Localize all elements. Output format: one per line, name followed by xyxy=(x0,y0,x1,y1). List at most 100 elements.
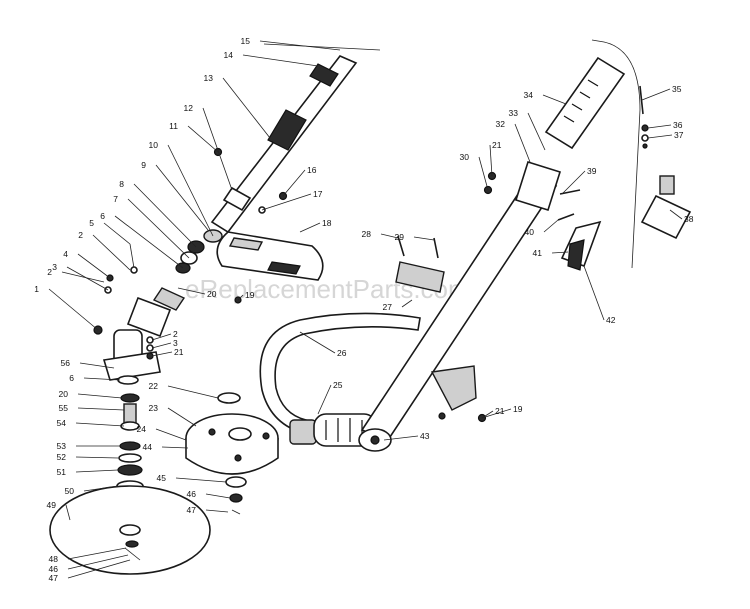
callout-leader xyxy=(155,428,187,441)
callout-leader xyxy=(161,446,189,449)
part-number-label: 44 xyxy=(143,442,153,452)
part-number-label: 55 xyxy=(59,403,69,413)
part-number-label: 46 xyxy=(187,489,197,499)
part-number-label: 29 xyxy=(395,232,405,242)
part-number-label: 52 xyxy=(57,452,67,462)
callout-leader xyxy=(202,107,233,191)
part-number-label: 20 xyxy=(59,389,69,399)
part-number-label: 40 xyxy=(525,227,535,237)
part-number-label: 32 xyxy=(496,119,506,129)
part-number-label: 26 xyxy=(337,348,347,358)
callout-leader xyxy=(114,215,184,269)
part-number-label: 41 xyxy=(533,248,543,258)
callout-leader xyxy=(205,493,231,499)
callout-leader xyxy=(48,288,99,331)
callout-leader xyxy=(103,222,131,245)
callout-leader xyxy=(66,266,109,291)
part-number-label: 2 xyxy=(173,329,178,339)
callout-leader xyxy=(75,456,119,459)
callout-leader xyxy=(542,94,567,105)
callout-leader xyxy=(647,124,672,129)
callout-leader xyxy=(242,54,319,67)
part-number-label: 6 xyxy=(100,211,105,221)
throttle-trigger xyxy=(557,189,602,271)
callout-leader xyxy=(67,547,127,560)
callout-leader xyxy=(222,77,271,139)
callout-leader xyxy=(641,88,671,101)
callout-leader xyxy=(77,407,125,411)
part-number-label: 19 xyxy=(513,404,523,414)
part-number-label: 54 xyxy=(57,418,67,428)
callout-leader xyxy=(543,219,559,233)
part-number-label: 9 xyxy=(141,160,146,170)
part-number-label: 2 xyxy=(47,267,52,277)
part-number-label: 5 xyxy=(89,218,94,228)
callout-leader xyxy=(478,156,489,191)
callout-leader xyxy=(79,362,115,369)
part-number-label: 10 xyxy=(149,140,159,150)
part-number-label: 38 xyxy=(684,214,694,224)
part-number-label: 24 xyxy=(137,424,147,434)
callout-leader xyxy=(261,193,312,211)
part-number-label: 47 xyxy=(49,573,59,583)
part-number-label: 17 xyxy=(313,189,323,199)
callout-leader xyxy=(83,485,119,492)
callout-leader xyxy=(299,222,321,233)
part-number-label: 19 xyxy=(245,290,255,300)
part-number-label: 53 xyxy=(57,441,67,451)
part-number-label: 11 xyxy=(169,121,178,131)
part-number-label: 49 xyxy=(47,500,57,510)
part-number-label: 25 xyxy=(333,380,343,390)
callout-leader xyxy=(551,251,569,254)
part-number-label: 43 xyxy=(420,431,430,441)
part-number-label: 2 xyxy=(78,230,83,240)
callout-leader xyxy=(282,169,306,197)
callout-leader xyxy=(380,233,399,239)
callout-leader xyxy=(669,209,683,220)
callout-leader xyxy=(401,299,413,308)
throttle-grip xyxy=(544,39,641,269)
callout-leader xyxy=(75,469,119,473)
part-number-label: 27 xyxy=(383,302,393,312)
main-tube xyxy=(358,160,562,452)
callout-leader xyxy=(514,123,531,163)
part-number-label: 51 xyxy=(57,467,67,477)
part-number-label: 7 xyxy=(113,194,118,204)
part-number-label: 21 xyxy=(495,406,505,416)
callout-leader xyxy=(151,342,172,349)
callout-leader xyxy=(77,393,123,399)
callout-leader xyxy=(237,294,244,301)
blade xyxy=(49,485,211,575)
callout-leader xyxy=(67,559,131,579)
callout-leader xyxy=(133,183,197,248)
part-number-label: 12 xyxy=(184,103,194,113)
part-number-label: 22 xyxy=(149,381,159,391)
callout-leader xyxy=(527,112,546,151)
callout-leader xyxy=(481,410,494,419)
upper-shaft xyxy=(210,55,358,234)
part-number-label: 1 xyxy=(34,284,39,294)
callout-labels: 1232456789101112131415161718192021232156… xyxy=(34,36,693,583)
part-number-label: 8 xyxy=(119,179,124,189)
callout-leader xyxy=(167,385,219,399)
callout-leader xyxy=(67,554,129,570)
part-number-label: 47 xyxy=(187,505,197,515)
callout-leader xyxy=(205,509,229,513)
part-number-label: 15 xyxy=(241,36,251,46)
callout-leader xyxy=(259,40,341,51)
callout-leader xyxy=(299,331,336,354)
part-number-label: 39 xyxy=(587,166,597,176)
callout-leader xyxy=(77,253,111,279)
part-number-label: 37 xyxy=(674,130,684,140)
trimmer-head xyxy=(185,392,279,515)
callout-leader xyxy=(187,125,219,153)
part-number-label: 34 xyxy=(524,90,534,100)
callout-leader xyxy=(167,407,197,427)
callout-leader xyxy=(489,144,493,177)
part-number-label: 35 xyxy=(672,84,682,94)
callout-leader xyxy=(167,144,214,237)
callout-leader xyxy=(75,422,125,427)
callout-leader xyxy=(583,265,605,321)
part-number-label: 28 xyxy=(362,229,372,239)
